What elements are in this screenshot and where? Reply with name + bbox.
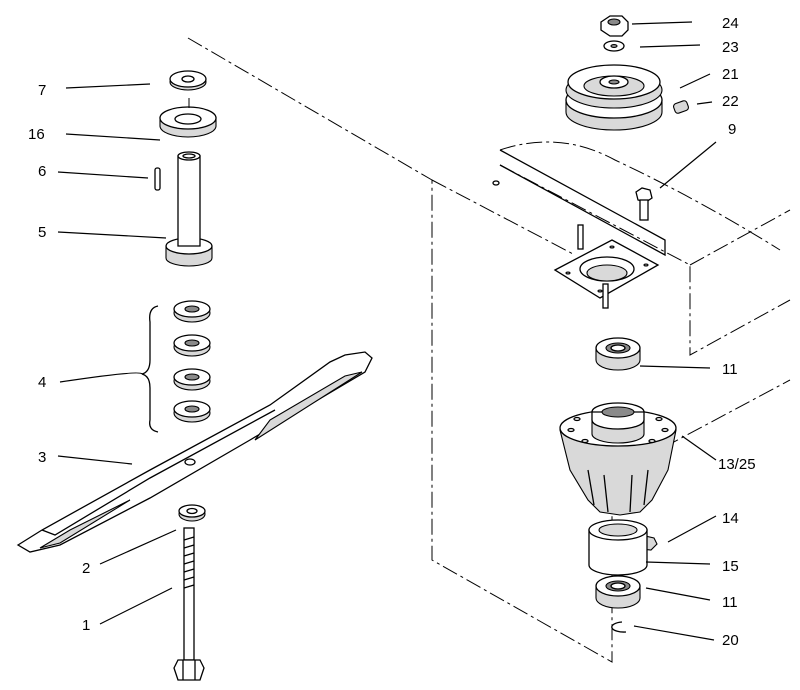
part-21-pulley xyxy=(565,64,663,131)
part-1-bolt xyxy=(173,527,205,681)
callout-label-22: 22 xyxy=(722,93,739,110)
callout-label-20: 20 xyxy=(722,632,739,649)
deck-plate-edge xyxy=(492,149,666,257)
deck-phantom-outline xyxy=(187,37,791,663)
callout-label-15: 15 xyxy=(722,558,739,575)
callout-label-16: 16 xyxy=(28,126,45,143)
part-4-spacer-washers xyxy=(173,300,211,423)
part-3-blade xyxy=(16,351,373,553)
part-11-lower-bearing xyxy=(595,575,641,609)
part-24-nut xyxy=(600,15,629,37)
callout-label-11-lower: 11 xyxy=(722,594,738,611)
leader-lines xyxy=(57,21,717,641)
callout-label-2: 2 xyxy=(82,560,90,577)
part-11-upper-bearing xyxy=(595,337,641,371)
callout-label-9: 9 xyxy=(728,121,736,138)
part-20-snap-ring xyxy=(611,621,627,633)
part-2-washer xyxy=(178,504,206,522)
callout-label-7: 7 xyxy=(38,82,46,99)
callout-label-24: 24 xyxy=(722,15,739,32)
callout-label-21: 21 xyxy=(722,66,739,83)
part-9-bolt xyxy=(635,187,653,221)
callout-label-13-25: 13/25 xyxy=(718,456,756,473)
callout-label-3: 3 xyxy=(38,449,46,466)
callout-label-23: 23 xyxy=(722,39,739,56)
callout-label-11-upper: 11 xyxy=(722,361,738,378)
callout-label-6: 6 xyxy=(38,163,46,180)
callout-label-5: 5 xyxy=(38,224,46,241)
part-16-spacer xyxy=(159,106,217,138)
callout-label-1: 1 xyxy=(82,617,90,634)
part-7-washer xyxy=(169,70,207,91)
part-15-spacer-sleeve xyxy=(588,519,648,576)
callout-label-4: 4 xyxy=(38,374,46,391)
part-13-25-spindle-housing xyxy=(559,402,677,516)
spindle-mount-plate xyxy=(553,224,660,309)
callout-label-14: 14 xyxy=(722,510,739,527)
part-4-bracket xyxy=(141,305,159,433)
part-5-spindle-shaft xyxy=(165,151,213,267)
part-22-set-screw xyxy=(673,100,689,114)
part-23-washer xyxy=(603,40,625,52)
part-6-key xyxy=(154,167,161,191)
